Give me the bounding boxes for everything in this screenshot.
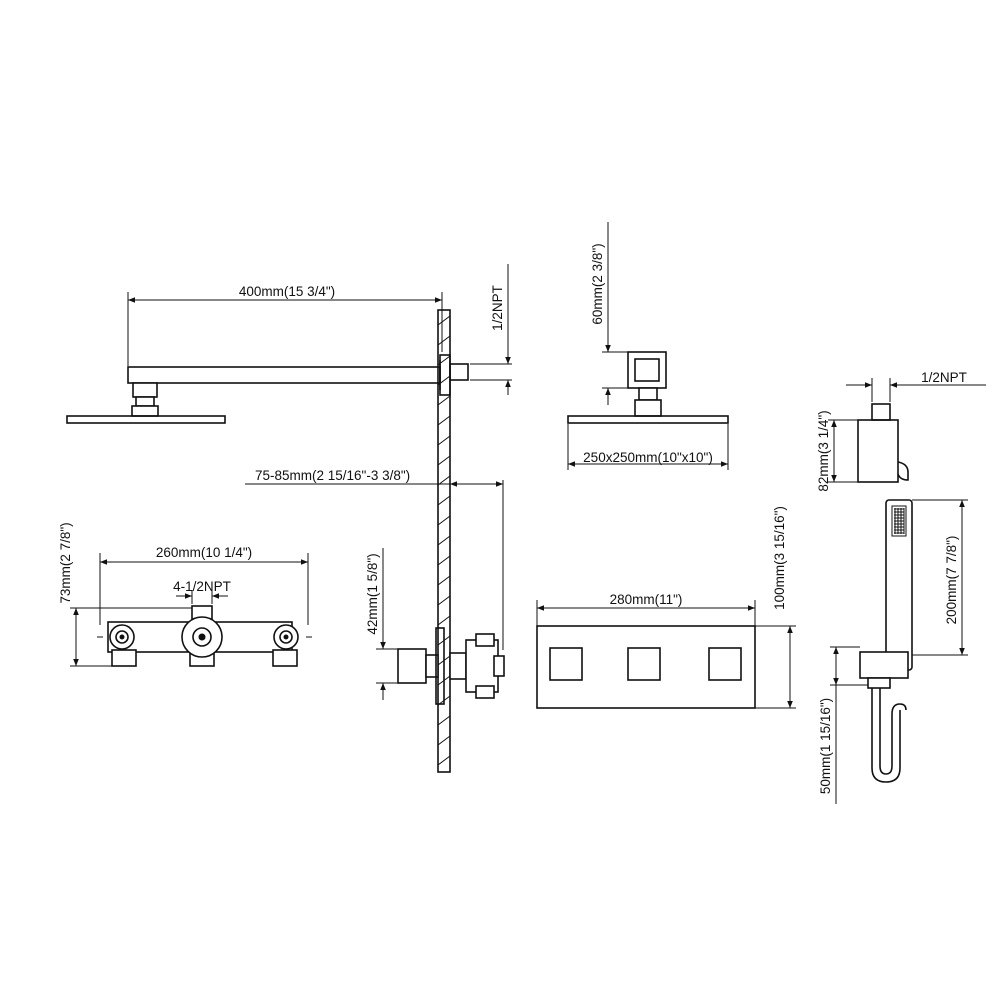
handshower-length-dimension: 200mm(7 7/8") [912, 499, 968, 656]
valve-height-dimension: 73mm(2 7/8") [58, 522, 192, 667]
valve-width-dimension: 260mm(10 1/4") [99, 545, 309, 625]
valve-npt-label: 4-1/2NPT [173, 579, 231, 594]
head-height-label: 60mm(2 3/8") [590, 243, 605, 324]
arm-npt-dimension: 1/2NPT [470, 264, 512, 395]
hand-npt-label: 1/2NPT [921, 370, 967, 385]
shower-hose [871, 688, 907, 783]
valve-side-view [397, 627, 505, 705]
hand-shower-elbow [857, 403, 909, 483]
shower-head-front-view [567, 351, 729, 424]
trim-plate-front-view [536, 625, 756, 709]
elbow-height-label: 82mm(3 1/4") [816, 410, 831, 491]
trim-height-dimension: 100mm(3 15/16") [755, 506, 796, 709]
handshower-length-label: 200mm(7 7/8") [944, 536, 959, 625]
arm-length-label: 400mm(15 3/4") [239, 284, 335, 299]
wall-depth-label: 75-85mm(2 15/16"-3 3/8") [255, 468, 410, 483]
valve-front-view [97, 605, 312, 667]
arm-length-dimension: 400mm(15 3/4") [127, 284, 443, 366]
head-height-dimension: 60mm(2 3/8") [590, 222, 628, 405]
elbow-height-dimension: 82mm(3 1/4") [816, 410, 858, 492]
holder-height-dimension: 50mm(1 15/16") [818, 646, 868, 804]
head-size-dimension: 250x250mm(10"x10") [567, 424, 729, 470]
arm-npt-label: 1/2NPT [490, 285, 505, 331]
hand-npt-dimension: 1/2NPT [846, 370, 986, 402]
wall-depth-dimension: 75-85mm(2 15/16"-3 3/8") [245, 468, 504, 650]
valve-npt-dimension: 4-1/2NPT [173, 579, 231, 604]
shower-arm-side-view [66, 354, 469, 424]
hand-shower [859, 499, 913, 689]
stem-height-dimension: 42mm(1 5/8") [365, 548, 398, 700]
trim-height-label: 100mm(3 15/16") [772, 506, 787, 610]
head-size-label: 250x250mm(10"x10") [583, 450, 713, 465]
trim-width-dimension: 280mm(11") [536, 592, 756, 626]
valve-height-label: 73mm(2 7/8") [58, 522, 73, 603]
stem-height-label: 42mm(1 5/8") [365, 553, 380, 634]
holder-height-label: 50mm(1 15/16") [818, 698, 833, 794]
trim-width-label: 280mm(11") [610, 592, 683, 607]
valve-width-label: 260mm(10 1/4") [156, 545, 252, 560]
